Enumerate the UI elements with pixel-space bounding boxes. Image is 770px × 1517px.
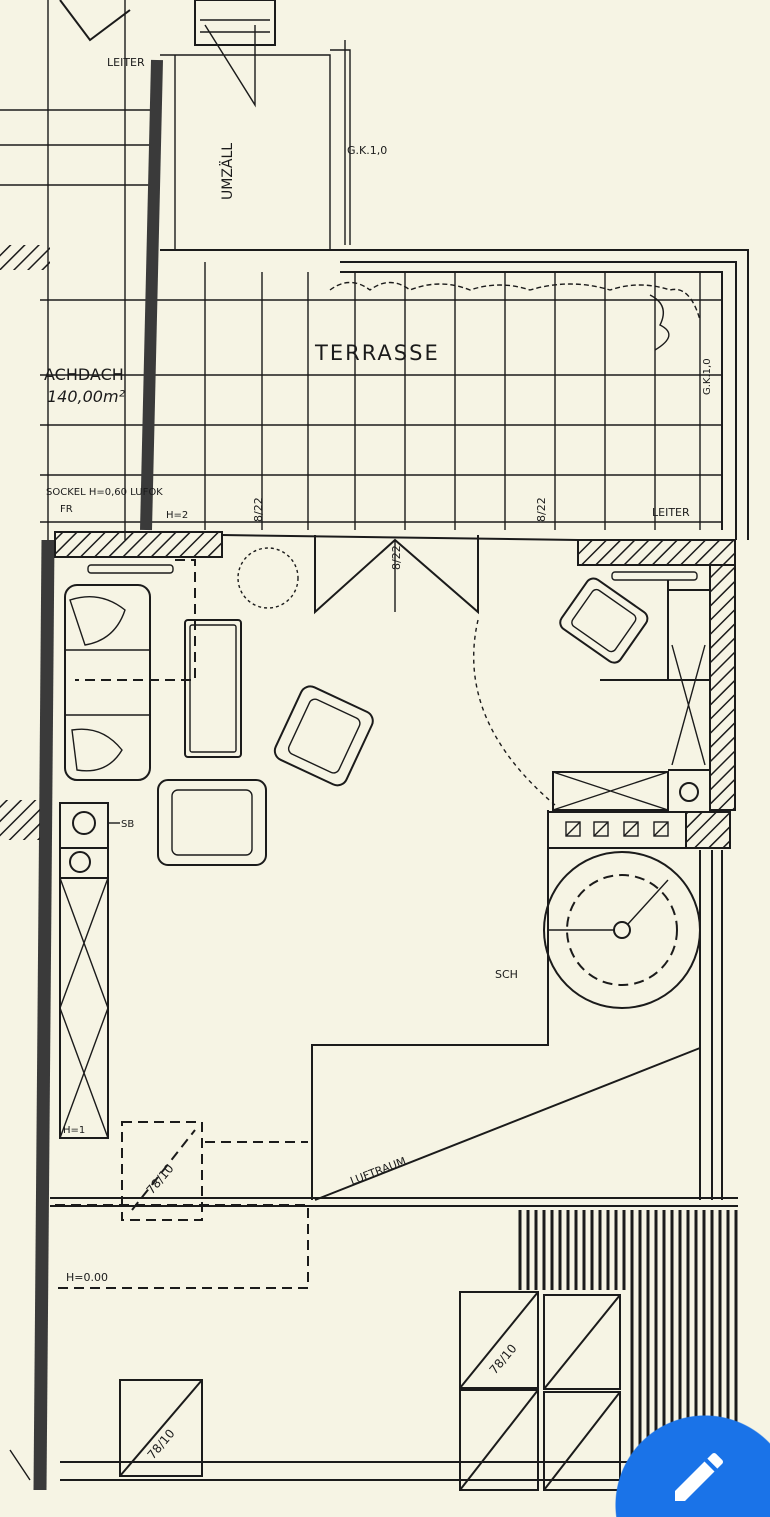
hatched-wall-top-left (54, 531, 223, 558)
label-sch: SCH (495, 968, 518, 981)
left-cabinets (0, 800, 120, 1139)
radiator-right (611, 571, 698, 581)
label-sb: SB (121, 819, 134, 830)
label-sockel: SOCKEL H=0,60 LUFOK (46, 487, 163, 498)
burner (565, 821, 581, 837)
hatched-wall-top-right (577, 539, 736, 566)
wall-thick-lower (33, 539, 55, 1491)
round-table (543, 851, 701, 1009)
label-terrasse: TERRASSE (314, 341, 440, 365)
sofa-left (64, 584, 151, 781)
label-h1: H=1 (63, 1125, 85, 1136)
burner (593, 821, 609, 837)
label-area: 140,00m² (47, 387, 126, 406)
label-gk: G.K.1,0 (347, 144, 387, 157)
kitchen (547, 580, 731, 849)
label-gk-right: G.K.1,0 (702, 358, 713, 395)
wall-thick-upper (140, 59, 163, 531)
label-leiter-right: LEITER (652, 506, 690, 519)
label-h0: H=0.00 (66, 1271, 108, 1284)
terrace-boundary (47, 0, 749, 540)
label-window: 78/10 (144, 1161, 177, 1196)
label-room-vertical: UMZÄLL (218, 143, 236, 200)
label-step: 8/22 (252, 497, 265, 522)
radiator-left (87, 564, 174, 574)
floor-line (50, 1197, 738, 1207)
burner (653, 821, 669, 837)
label-leiter: LEITER (107, 56, 145, 69)
label-step: 8/22 (535, 497, 548, 522)
coffee-table (184, 619, 242, 758)
armchair-center (273, 685, 374, 787)
hatched-wall-left-top (0, 245, 50, 270)
hatched-wall-right (709, 564, 736, 811)
pencil-icon (675, 1452, 724, 1501)
label-fr: FR (60, 504, 73, 515)
label-window: 78/10 (145, 1426, 178, 1461)
terrace-grid (0, 109, 722, 530)
label-flachdach: ACHDACH (44, 365, 124, 384)
top-stair-area (59, 0, 351, 251)
luftraum-diagonal (314, 1047, 701, 1201)
terrace-planting (329, 281, 701, 351)
terrace-door (314, 535, 556, 806)
label-h2: H=2 (166, 510, 188, 521)
label-step: 8/22 (390, 545, 403, 570)
edit-button[interactable] (615, 1415, 770, 1517)
skylight-dashed (121, 1121, 203, 1221)
label-luftraum: LUFTRAUM (348, 1155, 408, 1188)
armchair-bottom (157, 779, 267, 866)
armchair-right (559, 577, 649, 664)
label-window: 78/10 (487, 1341, 520, 1376)
gallery-edge (311, 810, 549, 1200)
roof-windows (119, 1291, 621, 1491)
burner (623, 821, 639, 837)
plant (237, 547, 299, 609)
